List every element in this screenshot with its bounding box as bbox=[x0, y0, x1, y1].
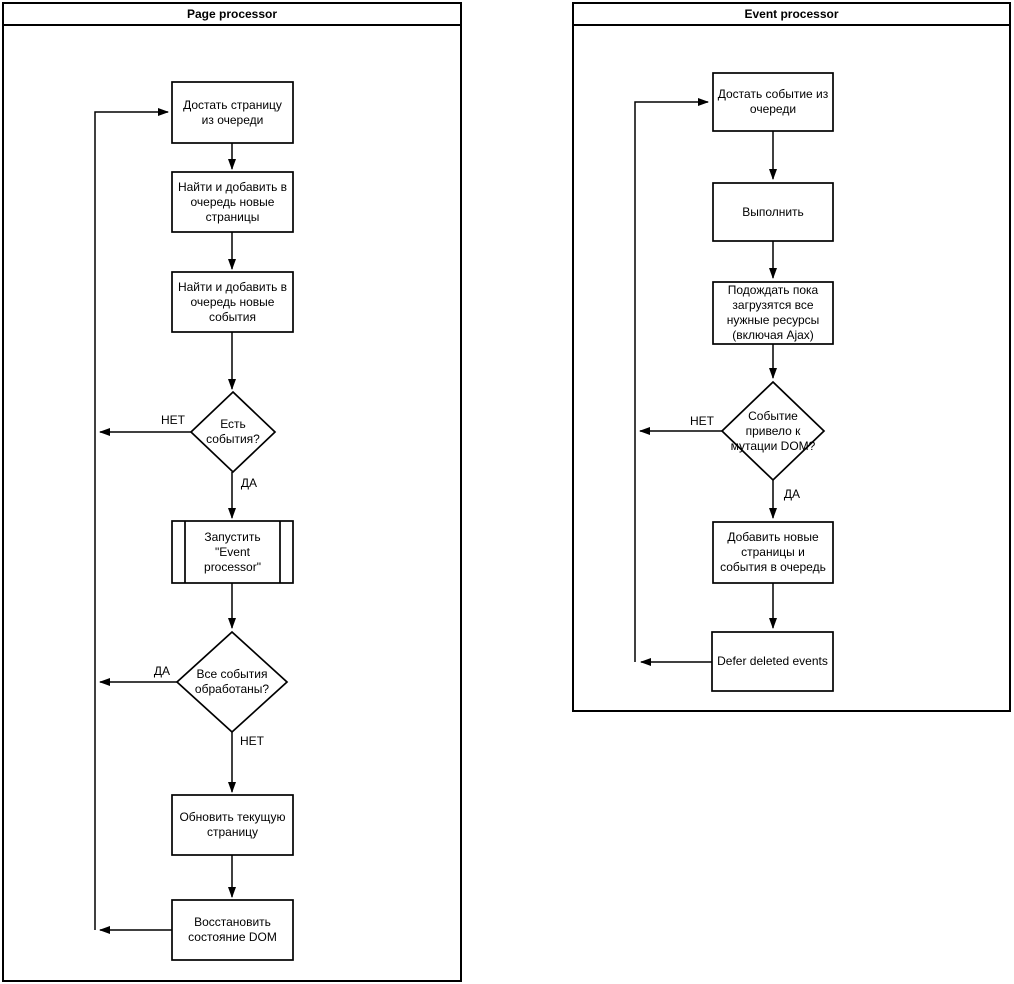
node-restore-dom: Восстановить состояние DOM bbox=[188, 915, 277, 944]
subroutine-run-event-processor-shape bbox=[171, 520, 294, 584]
node-queue-pages-shape bbox=[171, 171, 294, 233]
edge-label-has-events-yes: ДА bbox=[240, 476, 258, 490]
decision-all-processed-shape bbox=[175, 630, 289, 734]
node-update-page: Обновить текущую страницу bbox=[179, 810, 286, 839]
node-queue-new: Добавить новые страницы и события в очер… bbox=[720, 530, 826, 574]
edge-label-all-processed-no: НЕТ bbox=[240, 734, 264, 748]
node-execute: Выполнить bbox=[742, 204, 804, 219]
node-restore-dom-shape bbox=[171, 899, 294, 961]
node-pop-event: Достать событие из очереди bbox=[717, 87, 829, 116]
edge-label-all-processed-yes: ДА bbox=[153, 664, 171, 678]
node-queue-new-shape bbox=[712, 521, 834, 584]
decision-dom-mutated-shape bbox=[720, 380, 826, 482]
node-execute-shape bbox=[712, 182, 834, 242]
connector-loop-to-pop-event bbox=[634, 98, 709, 662]
node-queue-events: Найти и добавить в очередь новые события bbox=[177, 279, 288, 324]
node-wait-resources-shape bbox=[712, 281, 834, 345]
decision-has-events: Есть события? bbox=[206, 417, 260, 446]
node-pop-page: Достать страницу из очереди bbox=[183, 97, 282, 127]
decision-has-events-shape bbox=[189, 390, 277, 474]
decision-all-processed: Все события обработаны? bbox=[194, 667, 270, 696]
page-processor-title: Page processor bbox=[186, 7, 278, 21]
edge-label-has-events-no: НЕТ bbox=[161, 413, 185, 427]
node-update-page-shape bbox=[171, 794, 294, 856]
node-defer-deleted-shape bbox=[711, 631, 834, 692]
edge-label-dom-mutated-yes: ДА bbox=[783, 487, 801, 501]
node-pop-event-shape bbox=[712, 72, 834, 132]
event-processor-title: Event processor bbox=[744, 7, 839, 21]
node-defer-deleted: Defer deleted events bbox=[717, 654, 828, 668]
node-queue-events-shape bbox=[171, 271, 294, 333]
node-pop-page-shape bbox=[171, 81, 294, 144]
node-queue-pages: Найти и добавить в очередь новые страниц… bbox=[177, 179, 288, 224]
edge-label-dom-mutated-no: НЕТ bbox=[690, 414, 714, 428]
connector-loop-to-pop-page bbox=[94, 108, 169, 930]
node-wait-resources: Подождать пока загрузятся все нужные рес… bbox=[726, 283, 820, 342]
subroutine-run-event-processor: Запустить "Event processor" bbox=[204, 529, 261, 574]
decision-dom-mutated: Событие привело к мутации DOM? bbox=[730, 408, 816, 453]
